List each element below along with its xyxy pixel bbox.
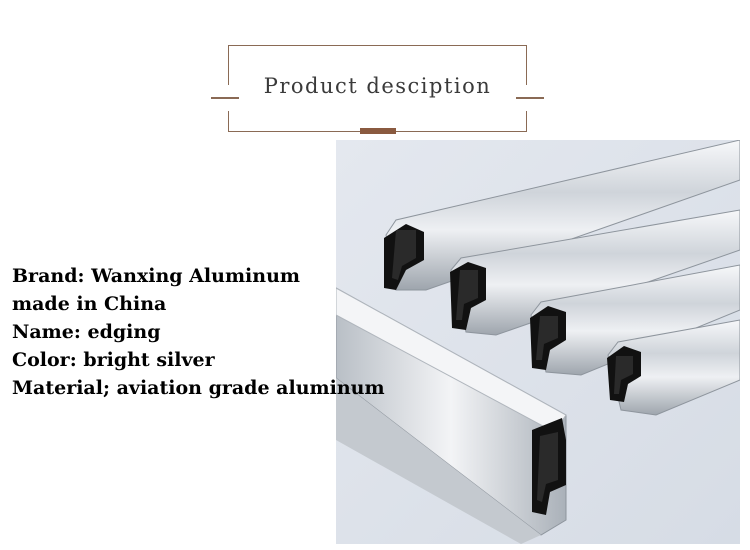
header-accent-bar — [360, 128, 396, 134]
header-tick-right — [516, 97, 544, 99]
product-photo — [336, 140, 740, 544]
spec-origin: made in China — [12, 293, 167, 315]
section-title: Product desciption — [263, 74, 492, 98]
spec-brand: Brand: Wanxing Aluminum — [12, 265, 301, 287]
spec-color: Color: bright silver — [12, 349, 215, 371]
spec-name: Name: edging — [12, 321, 161, 343]
spec-material: Material; aviation grade aluminum — [12, 377, 385, 399]
header-tick-left — [211, 97, 239, 99]
spec-list: Brand: Wanxing Aluminum made in China Na… — [12, 262, 385, 402]
